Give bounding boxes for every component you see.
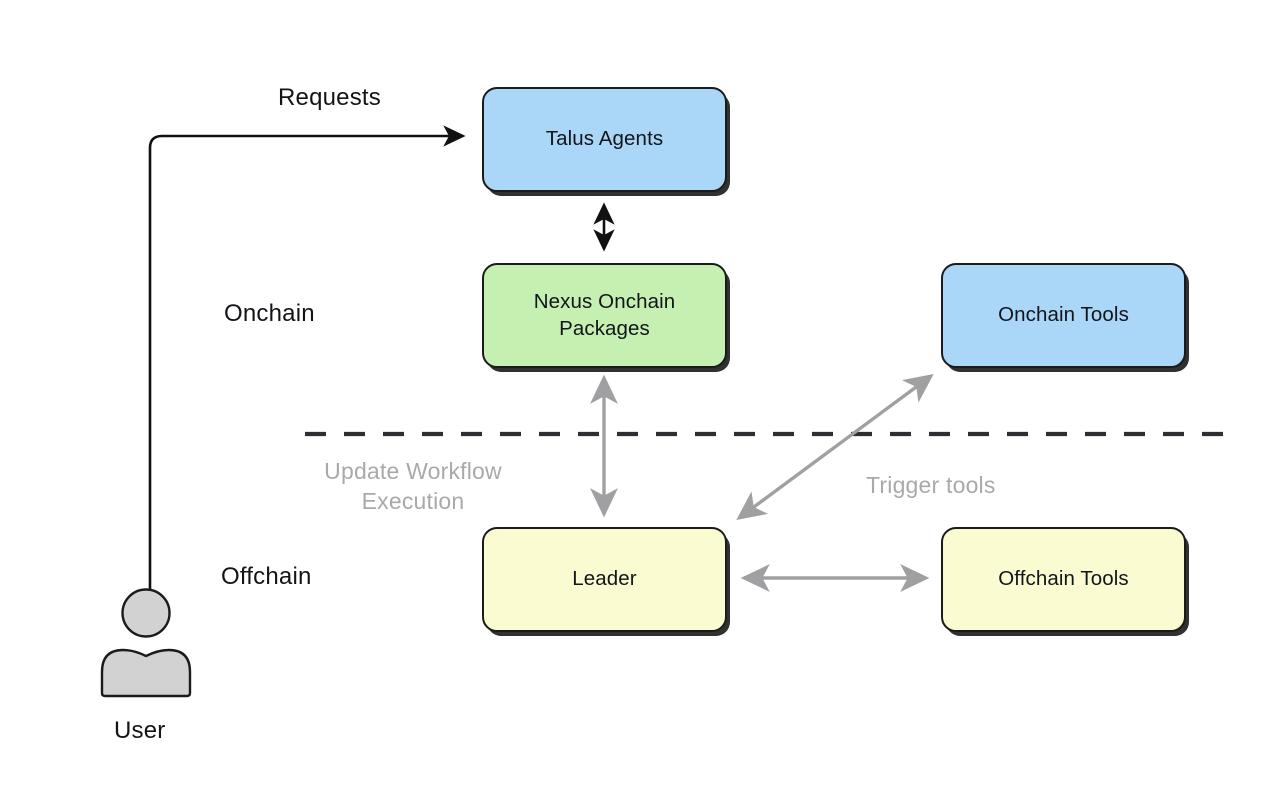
user-person-icon	[100, 588, 192, 698]
node-talus-agents-label: Talus Agents	[545, 127, 664, 151]
edge-label-update-workflow-execution: Update Workflow Execution	[324, 458, 502, 515]
node-onchain-tools[interactable]: Onchain Tools	[941, 263, 1186, 368]
node-nexus-onchain-packages[interactable]: Nexus Onchain Packages	[482, 263, 727, 368]
layer-label-offchain: Offchain	[221, 563, 312, 590]
node-nexus-onchain-packages-label: Nexus Onchain Packages	[533, 290, 676, 340]
node-leader[interactable]: Leader	[482, 527, 727, 632]
node-talus-agents[interactable]: Talus Agents	[482, 87, 727, 192]
edge-user-to-talus-agents	[148, 125, 466, 592]
node-offchain-tools[interactable]: Offchain Tools	[941, 527, 1186, 632]
node-offchain-tools-label: Offchain Tools	[998, 567, 1129, 591]
node-onchain-tools-label: Onchain Tools	[998, 303, 1129, 327]
edge-label-requests: Requests	[278, 84, 381, 111]
edge-leader-onchain-tools	[736, 373, 934, 521]
node-leader-label: Leader	[572, 567, 637, 591]
layer-label-onchain: Onchain	[224, 300, 315, 327]
user-label: User	[114, 717, 166, 744]
edge-label-trigger-tools: Trigger tools	[866, 472, 996, 498]
